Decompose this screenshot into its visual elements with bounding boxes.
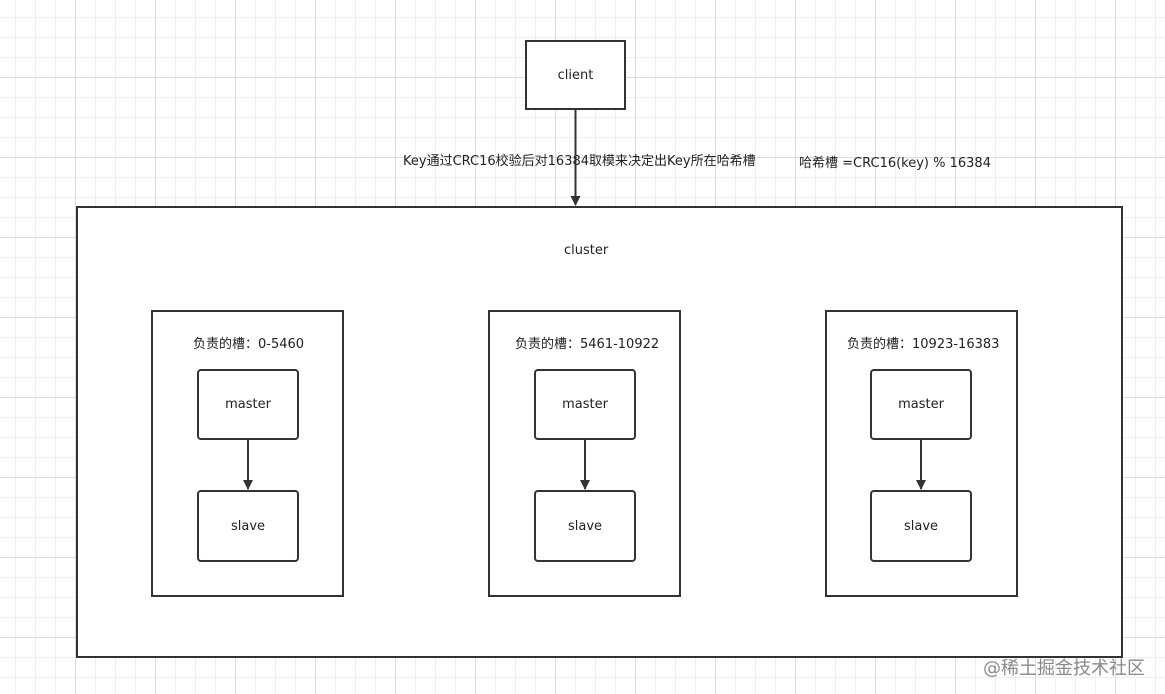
slave-label-3: slave bbox=[903, 518, 939, 534]
client-node[interactable]: client bbox=[525, 40, 626, 110]
slave-label-2: slave bbox=[567, 518, 603, 534]
master-label-3: master bbox=[898, 397, 944, 412]
slave-node-1[interactable]: slave bbox=[197, 490, 299, 562]
slave-node-2[interactable]: slave bbox=[534, 490, 636, 562]
slave-label-1: slave bbox=[230, 518, 266, 534]
cluster-label: cluster bbox=[564, 243, 609, 258]
master-node-3[interactable]: master bbox=[870, 369, 972, 440]
shard-slots-label-3: 负责的槽：10923-16383 bbox=[847, 337, 1000, 352]
hash-slot-formula: 哈希槽 =CRC16(key) % 16384 bbox=[799, 156, 991, 171]
watermark: @稀土掘金技术社区 bbox=[983, 658, 1145, 679]
master-label-2: master bbox=[562, 397, 608, 412]
master-label-1: master bbox=[225, 397, 271, 412]
client-label: client bbox=[557, 67, 594, 83]
master-node-2[interactable]: master bbox=[534, 369, 636, 440]
shard-slots-label-1: 负责的槽：0-5460 bbox=[193, 337, 305, 352]
slave-node-3[interactable]: slave bbox=[870, 490, 972, 562]
shard-slots-label-2: 负责的槽：5461-10922 bbox=[515, 337, 660, 352]
arrow-annotation: Key通过CRC16校验后对16384取模来决定出Key所在哈希槽 bbox=[403, 154, 756, 169]
master-node-1[interactable]: master bbox=[197, 369, 299, 440]
